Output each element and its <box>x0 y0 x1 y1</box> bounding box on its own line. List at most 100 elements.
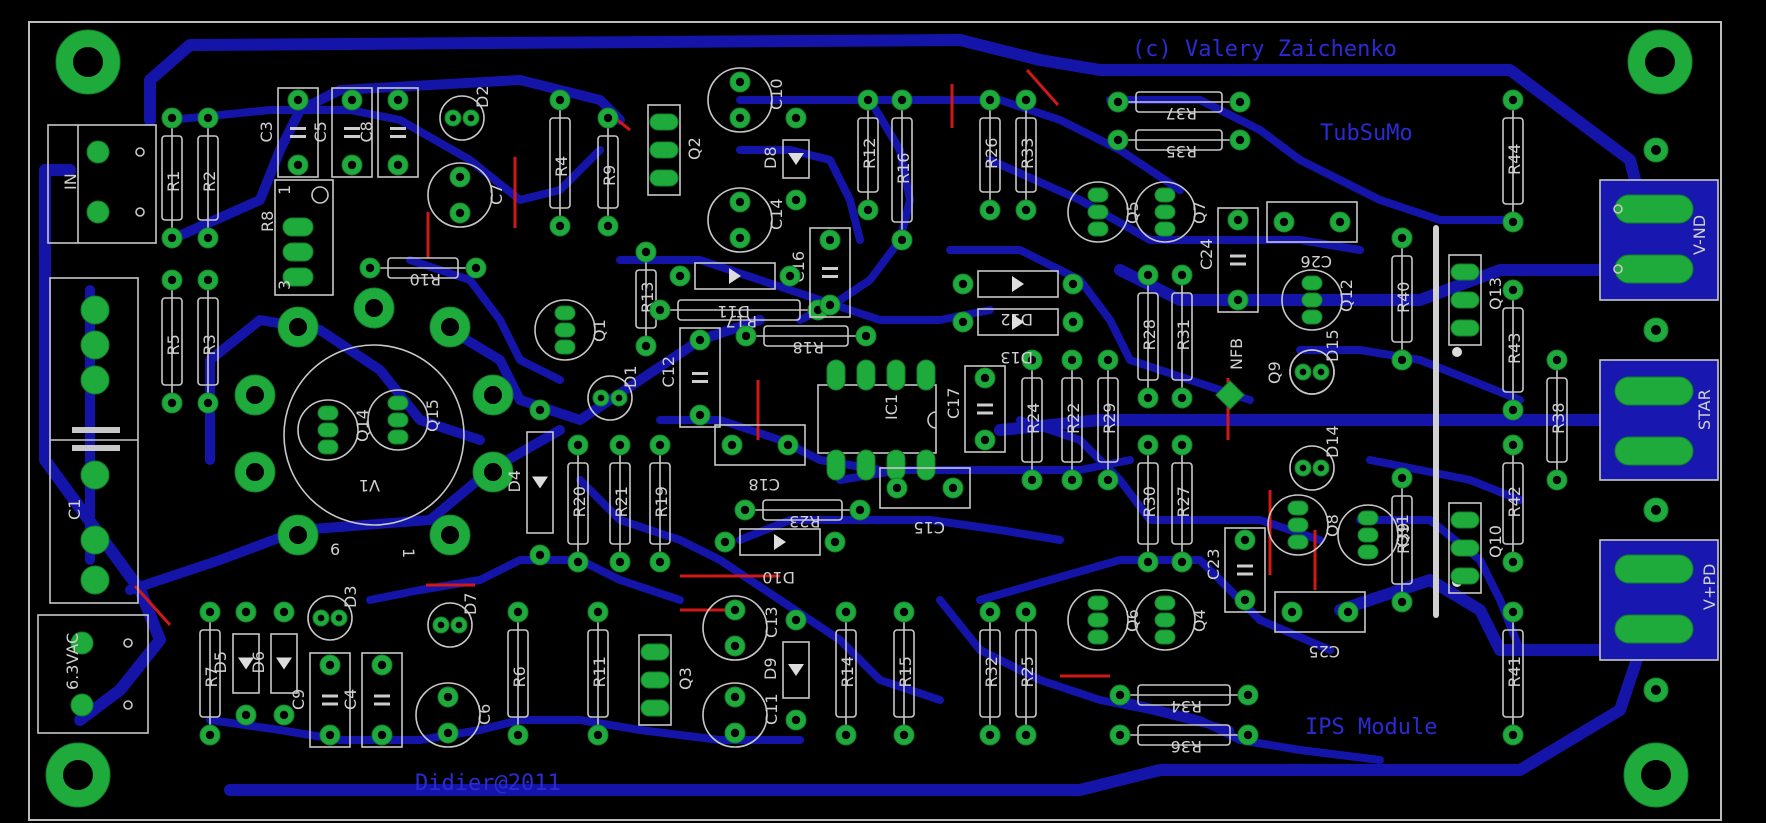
capacitor-c4: C4 <box>341 652 403 748</box>
component-label: Q7 <box>1190 201 1209 224</box>
ic1-label: IC1 <box>882 394 901 420</box>
resistor-r32: R32 <box>979 601 1001 746</box>
diode-d8: D8 <box>761 107 810 211</box>
diode-d5: D5 <box>211 601 260 726</box>
component-label: D4 <box>505 470 524 493</box>
resistor-r38: R38 <box>1546 349 1568 491</box>
connector-star: STAR <box>1599 359 1719 481</box>
component-label: C15 <box>913 518 945 537</box>
component-label: R24 <box>1024 403 1043 434</box>
ic1: IC1 <box>817 359 937 481</box>
component-label: R33 <box>1018 138 1037 169</box>
mounting-holes <box>45 29 1693 808</box>
connector-in: IN <box>47 124 157 244</box>
component-label: Q12 <box>1337 279 1356 312</box>
component-label: R4 <box>552 156 571 177</box>
capacitor-c23: C23 <box>1204 527 1266 613</box>
component-label: R31 <box>1174 319 1193 350</box>
diode-d3: D3 <box>307 586 360 641</box>
capacitor-c17: C17 <box>944 365 1006 453</box>
project-text: TubSuMo <box>1320 121 1413 146</box>
component-label: Q4 <box>1190 609 1209 632</box>
component-label: C4 <box>341 689 360 710</box>
component-label: C24 <box>1197 238 1216 270</box>
component-label: R15 <box>896 656 915 687</box>
resistor-r10: R10 <box>359 257 487 289</box>
component-label: C26 <box>1300 252 1332 271</box>
resistor-r19: R19 <box>649 434 671 573</box>
resistor-r24: R24 <box>1021 349 1043 491</box>
cap-c1: C1 <box>49 277 139 604</box>
mount-hole-bl <box>45 742 111 808</box>
board-outline <box>28 21 1722 821</box>
transistor-q15: Q15 <box>367 389 442 451</box>
component-label: R30 <box>1140 486 1159 517</box>
component-label: C8 <box>357 121 376 142</box>
transistor-q1: Q1 <box>534 299 609 361</box>
diode-d4: D4 <box>505 399 554 566</box>
component-label: R22 <box>1064 403 1083 434</box>
diode-d9: D9 <box>761 609 810 731</box>
capacitor-c6: C6 <box>415 682 494 748</box>
resistor-r35: R35 <box>1107 129 1251 161</box>
component-label: D6 <box>249 651 268 674</box>
transistor-q5: Q5 <box>1067 181 1142 243</box>
capacitor-c7: C7 <box>427 162 506 228</box>
component-label: R43 <box>1505 333 1524 364</box>
component-label: C3 <box>257 121 276 142</box>
component-label: R7 <box>202 666 221 687</box>
transistor-q8: Q8 <box>1267 494 1342 556</box>
resistor-r9: R9 <box>597 107 619 237</box>
component-label: R34 <box>1171 697 1202 716</box>
transistor-q11: Q11 <box>1337 504 1412 566</box>
component-label: D7 <box>461 593 480 616</box>
transistor-q10: Q10 <box>1448 502 1505 594</box>
capacitor-c15: C15 <box>879 467 971 537</box>
resistor-r2: R2 <box>197 107 219 249</box>
component-label: D11 <box>717 302 750 321</box>
resistor-r22: R22 <box>1061 349 1083 491</box>
component-label: R9 <box>600 165 619 186</box>
transistor-q4: Q4 <box>1134 589 1209 651</box>
module-text: IPS Module <box>1305 715 1437 740</box>
capacitor-c10: C10 <box>707 67 786 133</box>
resistor-r1: R1 <box>161 107 183 249</box>
resistor-r4: R4 <box>549 89 571 237</box>
component-label: C10 <box>767 78 786 110</box>
component-label: R25 <box>1018 656 1037 687</box>
diode-d6: D6 <box>249 601 298 726</box>
component-label: R42 <box>1505 486 1524 517</box>
transistor-q6: Q6 <box>1067 589 1142 651</box>
capacitor-c16: C16 <box>789 227 851 318</box>
component-label: R40 <box>1394 282 1413 313</box>
resistor-r29: R29 <box>1097 349 1119 491</box>
connector-ac-label: 6.3VAC <box>63 633 82 690</box>
resistor-r42: R42 <box>1502 434 1524 573</box>
transistor-q14: Q14 <box>297 399 372 461</box>
resistor-r25: R25 <box>1015 601 1037 746</box>
capacitor-c12: C12 <box>659 327 721 428</box>
component-label: C18 <box>748 475 780 494</box>
component-label: R38 <box>1549 403 1568 434</box>
component-label: R10 <box>410 270 441 289</box>
transistor-q9: Q9 <box>1265 349 1335 395</box>
component-label: R35 <box>1166 142 1197 161</box>
connector-star-label: STAR <box>1695 389 1714 430</box>
capacitor-c26: C26 <box>1266 201 1358 271</box>
component-label: Q11 <box>1393 514 1412 547</box>
resistor-r23: R23 <box>734 499 871 531</box>
component-label: C12 <box>659 356 678 388</box>
tube-v1-label: V1 <box>359 476 380 495</box>
tube-pin1-label: 1 <box>399 548 418 558</box>
component-label: R39 <box>1394 523 1413 554</box>
component-label: Q3 <box>676 667 695 690</box>
component-label: Q9 <box>1265 361 1284 384</box>
component-label: R2 <box>200 171 219 192</box>
resistor-r16: R16 <box>891 89 913 251</box>
component-label: Q13 <box>1486 277 1505 310</box>
resistor-r15: R15 <box>893 601 915 746</box>
component-label: Q8 <box>1323 514 1342 537</box>
